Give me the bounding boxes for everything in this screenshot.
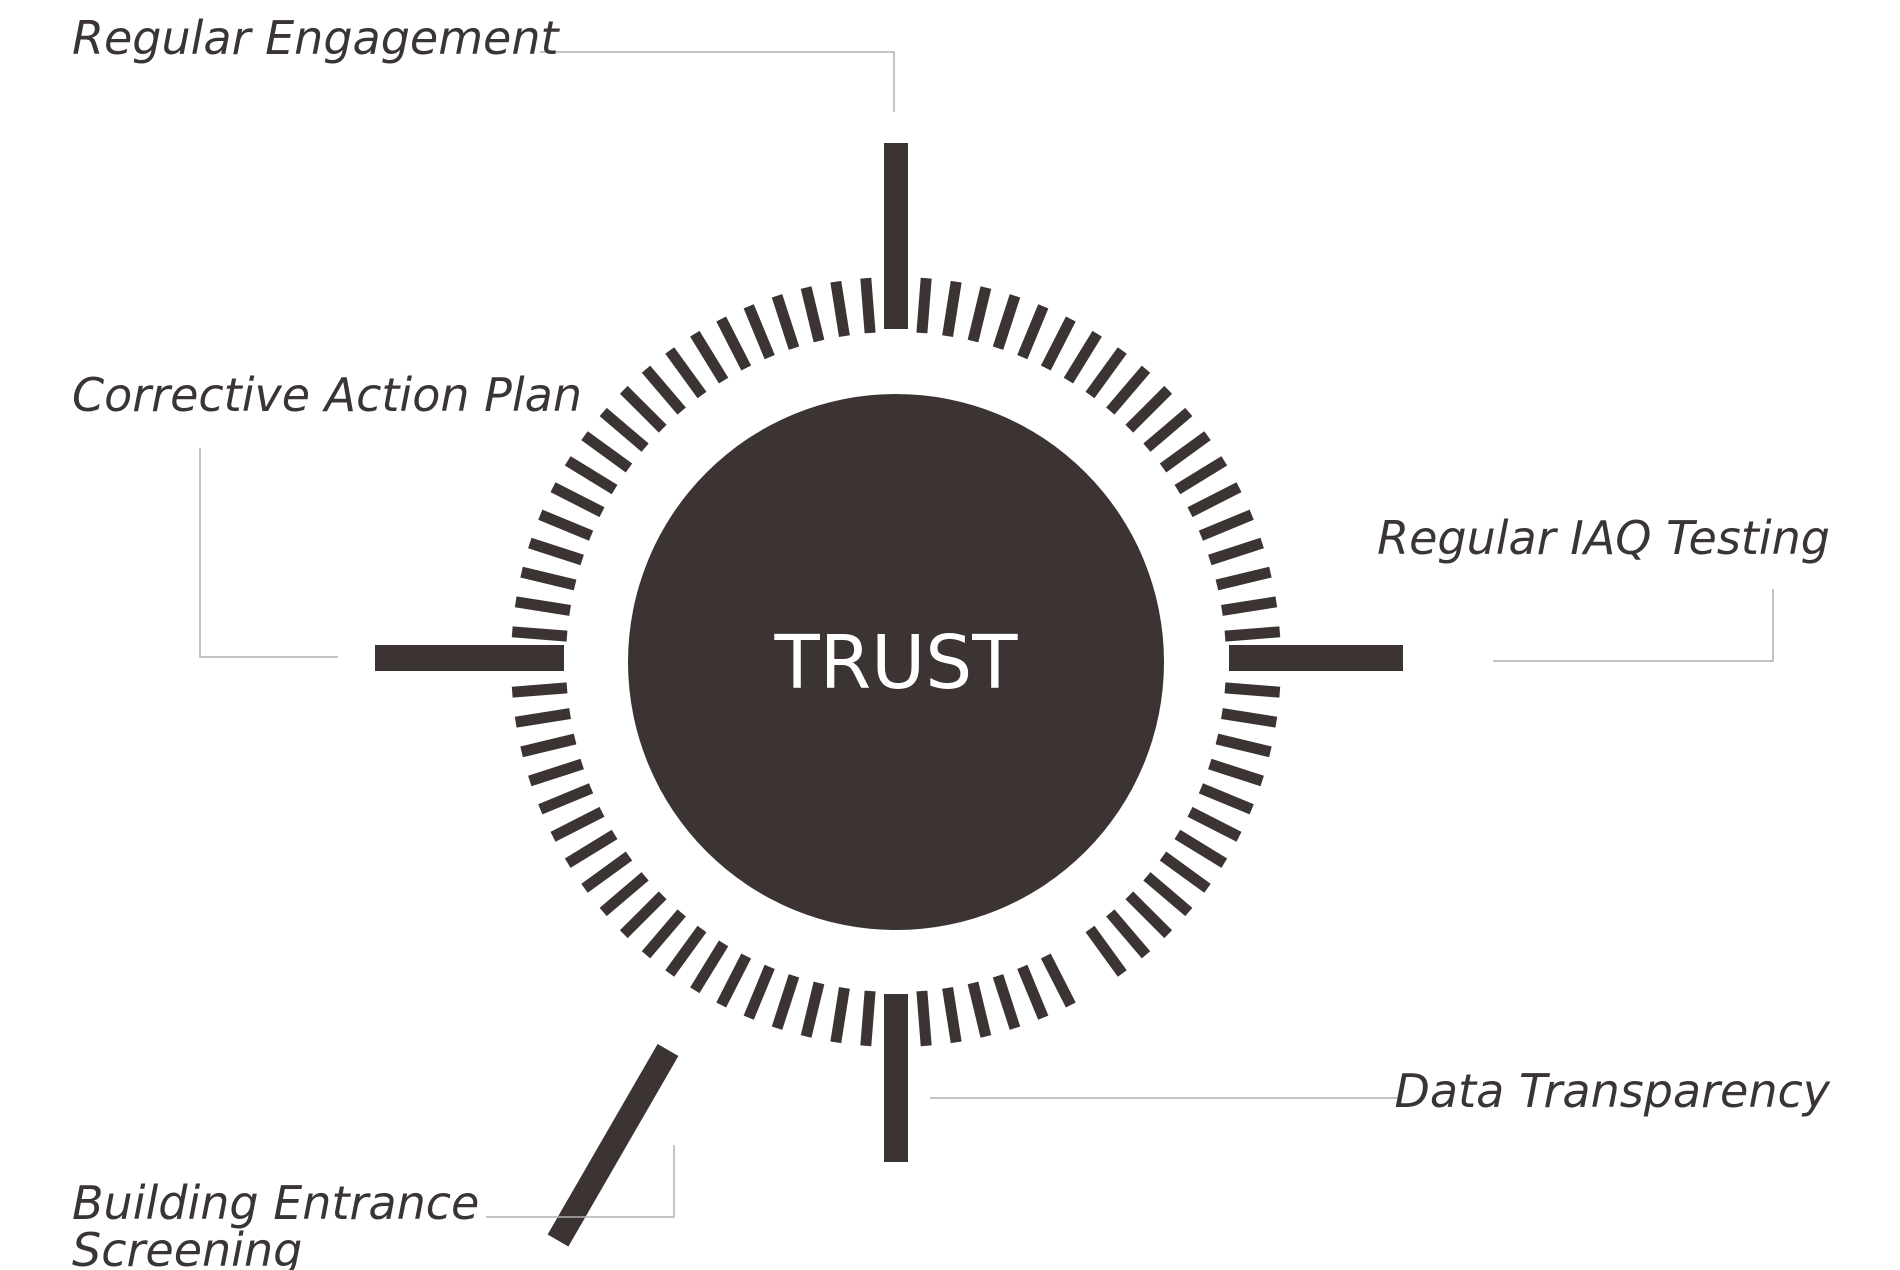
- ring-tick: [716, 316, 752, 371]
- ring-tick: [520, 733, 577, 758]
- ring-tick: [992, 974, 1021, 1030]
- ring-tick: [564, 456, 618, 495]
- ring-tick: [1143, 872, 1193, 917]
- leader-building-entrance-screening: [486, 1145, 675, 1218]
- ring-tick: [520, 566, 577, 591]
- ring-tick: [641, 365, 686, 415]
- ring-tick: [550, 482, 605, 518]
- ring-tick: [771, 974, 800, 1030]
- ring-tick: [1224, 626, 1281, 642]
- ring-tick: [942, 987, 962, 1044]
- trust-label: TRUST: [774, 620, 1019, 706]
- ring-tick: [1159, 851, 1211, 893]
- ring-tick: [860, 990, 876, 1047]
- label-building-entrance-screening-line1: Building Entrance: [72, 1176, 479, 1230]
- ring-tick: [581, 431, 633, 473]
- ring-tick: [1187, 806, 1242, 842]
- ring-tick: [743, 304, 775, 360]
- ring-tick: [967, 286, 992, 343]
- ring-tick: [1017, 304, 1049, 360]
- ring-tick: [1125, 385, 1173, 433]
- tick-ring: [511, 277, 1281, 1047]
- ring-tick: [1106, 909, 1151, 959]
- ring-tick: [1221, 596, 1278, 616]
- label-regular-engagement: Regular Engagement: [72, 11, 560, 65]
- spokes: [375, 143, 1403, 1247]
- ring-tick: [916, 990, 932, 1047]
- ring-tick: [511, 626, 568, 642]
- ring-tick: [1198, 509, 1254, 541]
- ring-tick: [1221, 708, 1278, 728]
- ring-tick: [1106, 365, 1151, 415]
- ring-tick: [771, 294, 800, 350]
- ring-tick: [860, 277, 876, 334]
- ring-tick: [538, 783, 594, 815]
- ring-tick: [830, 987, 850, 1044]
- ring-tick: [1143, 407, 1193, 452]
- ring-tick: [550, 806, 605, 842]
- ring-tick: [514, 708, 571, 728]
- ring-tick: [1040, 953, 1076, 1008]
- ring-tick: [1063, 330, 1102, 384]
- ring-tick: [1085, 925, 1127, 977]
- ring-tick: [538, 509, 594, 541]
- ring-tick: [619, 891, 667, 939]
- ring-tick: [511, 682, 568, 698]
- ring-tick: [800, 981, 825, 1038]
- ring-tick: [528, 537, 584, 566]
- leader-regular-engagement: [540, 51, 895, 112]
- ring-tick: [830, 280, 850, 337]
- ring-tick: [1215, 566, 1272, 591]
- ring-tick: [743, 964, 775, 1020]
- ring-tick: [1215, 733, 1272, 758]
- ring-tick: [665, 347, 707, 399]
- label-data-transparency: Data Transparency: [1395, 1064, 1831, 1118]
- ring-tick: [665, 925, 707, 977]
- ring-tick: [599, 872, 649, 917]
- spoke-top: [884, 143, 908, 329]
- ring-tick: [619, 385, 667, 433]
- ring-tick: [1125, 891, 1173, 939]
- ring-tick: [967, 981, 992, 1038]
- ring-tick: [1208, 758, 1264, 787]
- ring-tick: [1198, 783, 1254, 815]
- spoke-right: [1229, 645, 1403, 671]
- label-regular-iaq-testing: Regular IAQ Testing: [1377, 511, 1830, 565]
- ring-tick: [581, 851, 633, 893]
- spoke-bottom: [884, 994, 908, 1162]
- ring-tick: [528, 758, 584, 787]
- ring-tick: [641, 909, 686, 959]
- ring-tick: [1085, 347, 1127, 399]
- ring-tick: [1174, 829, 1228, 868]
- ring-tick: [916, 277, 932, 334]
- label-corrective-action-plan: Corrective Action Plan: [72, 368, 582, 422]
- ring-tick: [1159, 431, 1211, 473]
- ring-tick: [514, 596, 571, 616]
- ring-tick: [992, 294, 1021, 350]
- spoke-bottom-left: [547, 1044, 679, 1247]
- ring-tick: [564, 829, 618, 868]
- trust-circle: [628, 394, 1164, 930]
- leader-regular-iaq-testing: [1493, 589, 1774, 662]
- ring-tick: [1017, 964, 1049, 1020]
- ring-tick: [690, 330, 729, 384]
- ring-tick: [1187, 482, 1242, 518]
- spoke-left: [375, 645, 564, 671]
- ring-tick: [1208, 537, 1264, 566]
- leader-corrective-action-plan: [199, 448, 338, 658]
- ring-tick: [599, 407, 649, 452]
- ring-tick: [1174, 456, 1228, 495]
- ring-tick: [1224, 682, 1281, 698]
- label-building-entrance-screening-line2: Screening: [72, 1223, 302, 1270]
- ring-tick: [1040, 316, 1076, 371]
- ring-tick: [716, 953, 752, 1008]
- ring-tick: [800, 286, 825, 343]
- ring-tick: [942, 280, 962, 337]
- ring-tick: [690, 940, 729, 994]
